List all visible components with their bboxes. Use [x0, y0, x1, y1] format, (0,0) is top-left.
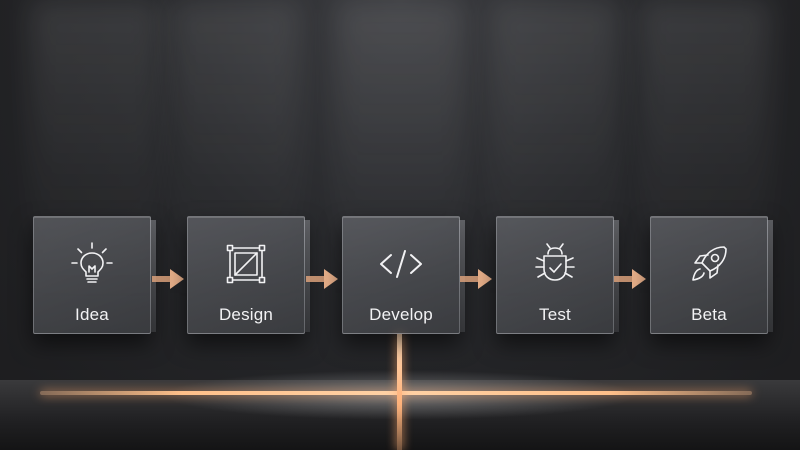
step-card-idea: Idea [33, 216, 156, 334]
frame-icon [226, 244, 266, 284]
rocket-icon [692, 246, 727, 281]
step-card-beta: Beta [650, 216, 773, 334]
card-edge [767, 220, 773, 332]
arrow-right-icon [614, 269, 646, 289]
timeline-connector [397, 334, 402, 450]
arrow-right-icon [306, 269, 338, 289]
arrow-right-icon [460, 269, 492, 289]
step-card-design: Design [187, 216, 310, 334]
step-label: Beta [691, 305, 727, 324]
step-label: Idea [75, 305, 109, 324]
step-card-develop: Develop [342, 216, 465, 334]
lightbulb-icon [71, 242, 113, 283]
step-label: Test [539, 305, 571, 324]
step-label: Design [218, 305, 274, 324]
arrow-right-icon [152, 269, 184, 289]
timeline-light-bar [40, 391, 752, 395]
code-icon [380, 250, 422, 278]
step-label: Develop [369, 305, 433, 324]
step-card-test: Test [496, 216, 619, 334]
bug-icon [535, 243, 575, 281]
